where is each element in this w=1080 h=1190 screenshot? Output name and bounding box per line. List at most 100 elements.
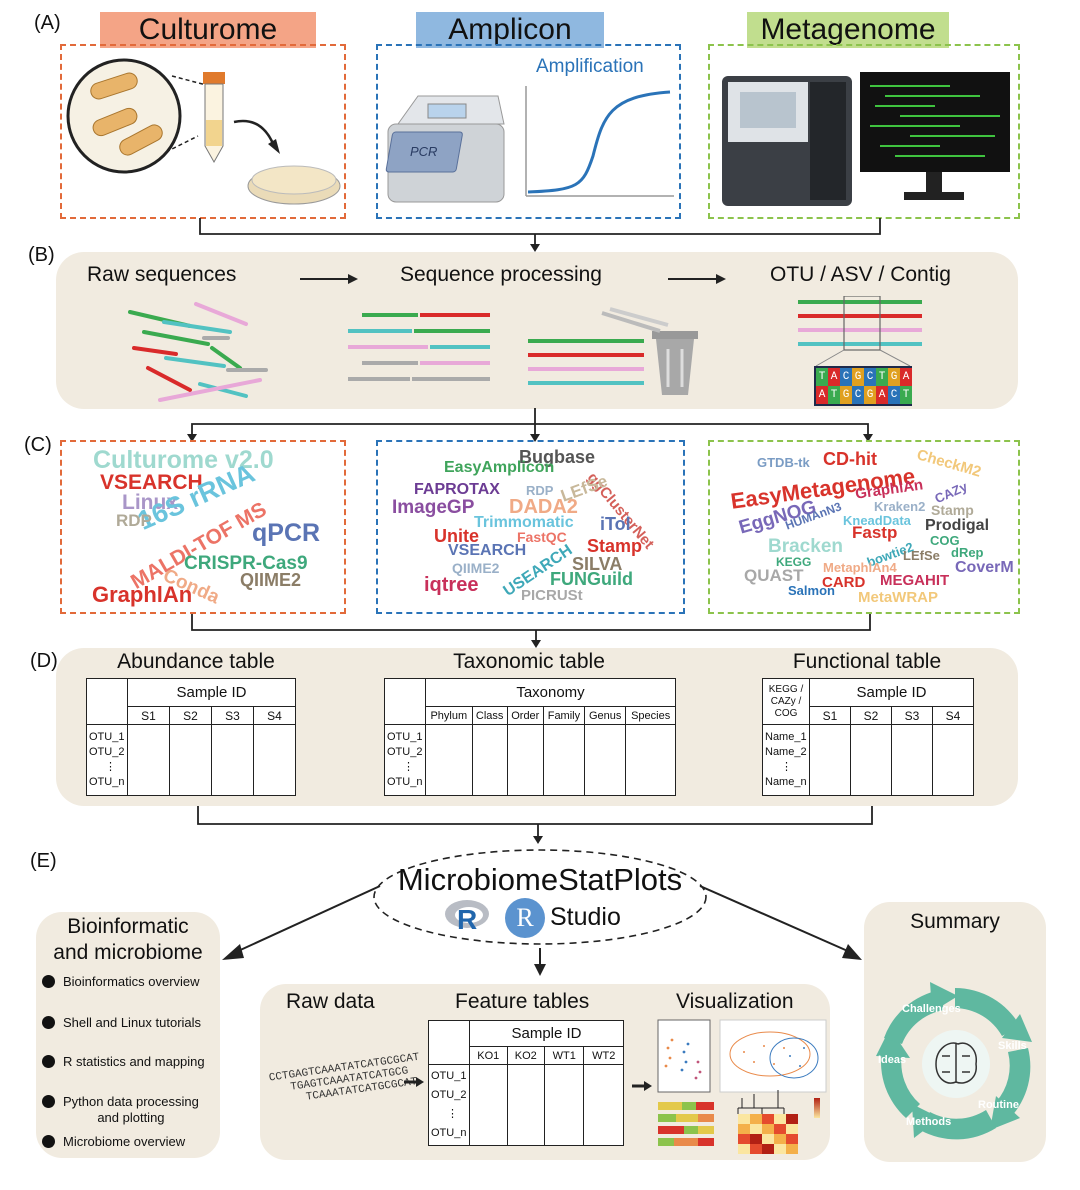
row-label: ⋮ <box>403 761 414 773</box>
tool-word: Fastp <box>852 523 898 542</box>
base-cell: A <box>828 368 840 386</box>
base-cell: G <box>864 386 876 404</box>
column-header: S1 <box>809 706 851 725</box>
summary-cycle <box>876 982 1032 1140</box>
arrow-right-icon <box>300 274 358 284</box>
table-cell <box>809 724 851 796</box>
amplicon-tools-box <box>376 440 685 614</box>
column-header: Class <box>471 706 508 725</box>
table-cell <box>543 1064 585 1146</box>
column-header: S3 <box>210 706 254 725</box>
bullet-icon <box>42 975 55 988</box>
panel-label-a: (A) <box>34 12 61 34</box>
list-item-label: Shell and Linux tutorials <box>63 1015 202 1030</box>
bullet-icon <box>42 1135 55 1148</box>
base-cell: T <box>816 368 828 386</box>
raw-reads-illustration <box>128 302 268 402</box>
row-label: OTU_1 <box>89 731 125 743</box>
table-corner <box>86 678 128 725</box>
metagenome-box <box>708 44 1020 219</box>
table-cell <box>506 724 544 796</box>
column-header: S1 <box>127 706 170 725</box>
column-header: Order <box>506 706 544 725</box>
row-label: OTU_1 <box>387 731 423 743</box>
table-cell <box>127 724 170 796</box>
r-logo-letter: R <box>457 904 478 935</box>
amplicon-box: PCR Amplification <box>376 44 681 219</box>
base-cell: G <box>840 386 852 404</box>
tool-word: VSEARCH <box>448 542 527 559</box>
column-header: S4 <box>931 706 975 725</box>
table-corner: KEGG / CAZy / COG <box>762 678 810 725</box>
cycle-label: Ideas <box>878 1054 907 1066</box>
cycle-label: Methods <box>906 1116 952 1128</box>
bullet-icon <box>42 1016 55 1029</box>
bullet-icon <box>42 1095 55 1108</box>
tool-word: Stamp <box>587 536 643 556</box>
base-cell: C <box>840 368 852 386</box>
row-label: Name_1 <box>765 731 807 743</box>
culturome-box <box>60 44 346 219</box>
culturome-header: Culturome <box>100 12 316 48</box>
row-label: OTU_1 <box>431 1070 467 1082</box>
base-cell: T <box>900 386 912 404</box>
row-label: OTU_2 <box>431 1089 467 1101</box>
tool-word: CRISPR-Cas9 <box>184 553 308 574</box>
row-label: OTU_2 <box>89 746 125 758</box>
row-label: OTU_n <box>89 776 125 788</box>
row-label: Name_n <box>765 776 807 788</box>
table-cell <box>931 724 975 796</box>
tool-word: KEGG <box>776 555 812 569</box>
tool-word: Linux <box>122 491 178 514</box>
tool-word: Kraken2 <box>874 499 926 514</box>
tool-word: CoverM <box>955 559 1014 576</box>
column-header: WT2 <box>583 1046 624 1065</box>
metagenome-tools-box <box>708 440 1020 614</box>
center-ellipse <box>373 849 707 945</box>
arrow-right-icon <box>404 1077 424 1087</box>
table-corner <box>384 678 426 725</box>
section-e-arrows <box>222 885 862 976</box>
panel-label-d: (D) <box>30 650 58 672</box>
column-header: S4 <box>252 706 297 725</box>
tool-word: Bracken <box>768 536 843 557</box>
table-cell <box>252 724 297 796</box>
rstudio-label: Studio <box>550 903 621 931</box>
connector-b-c <box>187 408 873 442</box>
list-item-line: Python data processing <box>63 1094 199 1109</box>
row-label: OTU_2 <box>387 746 423 758</box>
row-label: ⋮ <box>781 761 792 773</box>
row-label: ⋮ <box>447 1108 458 1120</box>
base-cell: C <box>888 386 900 404</box>
panel-label-b: (B) <box>28 244 55 266</box>
cycle-label: Skills <box>998 1040 1027 1052</box>
tool-word: Bugbase <box>519 447 596 467</box>
pcr-label: PCR <box>410 144 437 159</box>
column-header: S2 <box>849 706 892 725</box>
table-header: Sample ID <box>469 1020 624 1047</box>
list-item-label: Bioinformatics overview <box>63 974 200 989</box>
base-cell: G <box>852 368 864 386</box>
column-header: WT1 <box>543 1046 585 1065</box>
list-item: R statistics and mapping <box>42 1054 205 1069</box>
column-header: Genus <box>584 706 627 725</box>
list-item-label: R statistics and mapping <box>63 1054 205 1069</box>
list-item: Shell and Linux tutorials <box>42 1015 201 1030</box>
tool-word: Culturome v2.0 <box>93 446 274 474</box>
tool-word: COG <box>930 533 960 548</box>
metagenome-header: Metagenome <box>747 12 949 48</box>
tool-word: FAPROTAX <box>414 481 500 498</box>
row-label: OTU_n <box>387 776 423 788</box>
connector-a-b <box>199 218 881 252</box>
amplicon-header: Amplicon <box>416 12 604 48</box>
tool-word: RDP <box>116 511 152 530</box>
tool-word: MetaphlAn4 <box>823 560 897 575</box>
column-header: Family <box>542 706 586 725</box>
heatmap <box>737 1090 820 1154</box>
